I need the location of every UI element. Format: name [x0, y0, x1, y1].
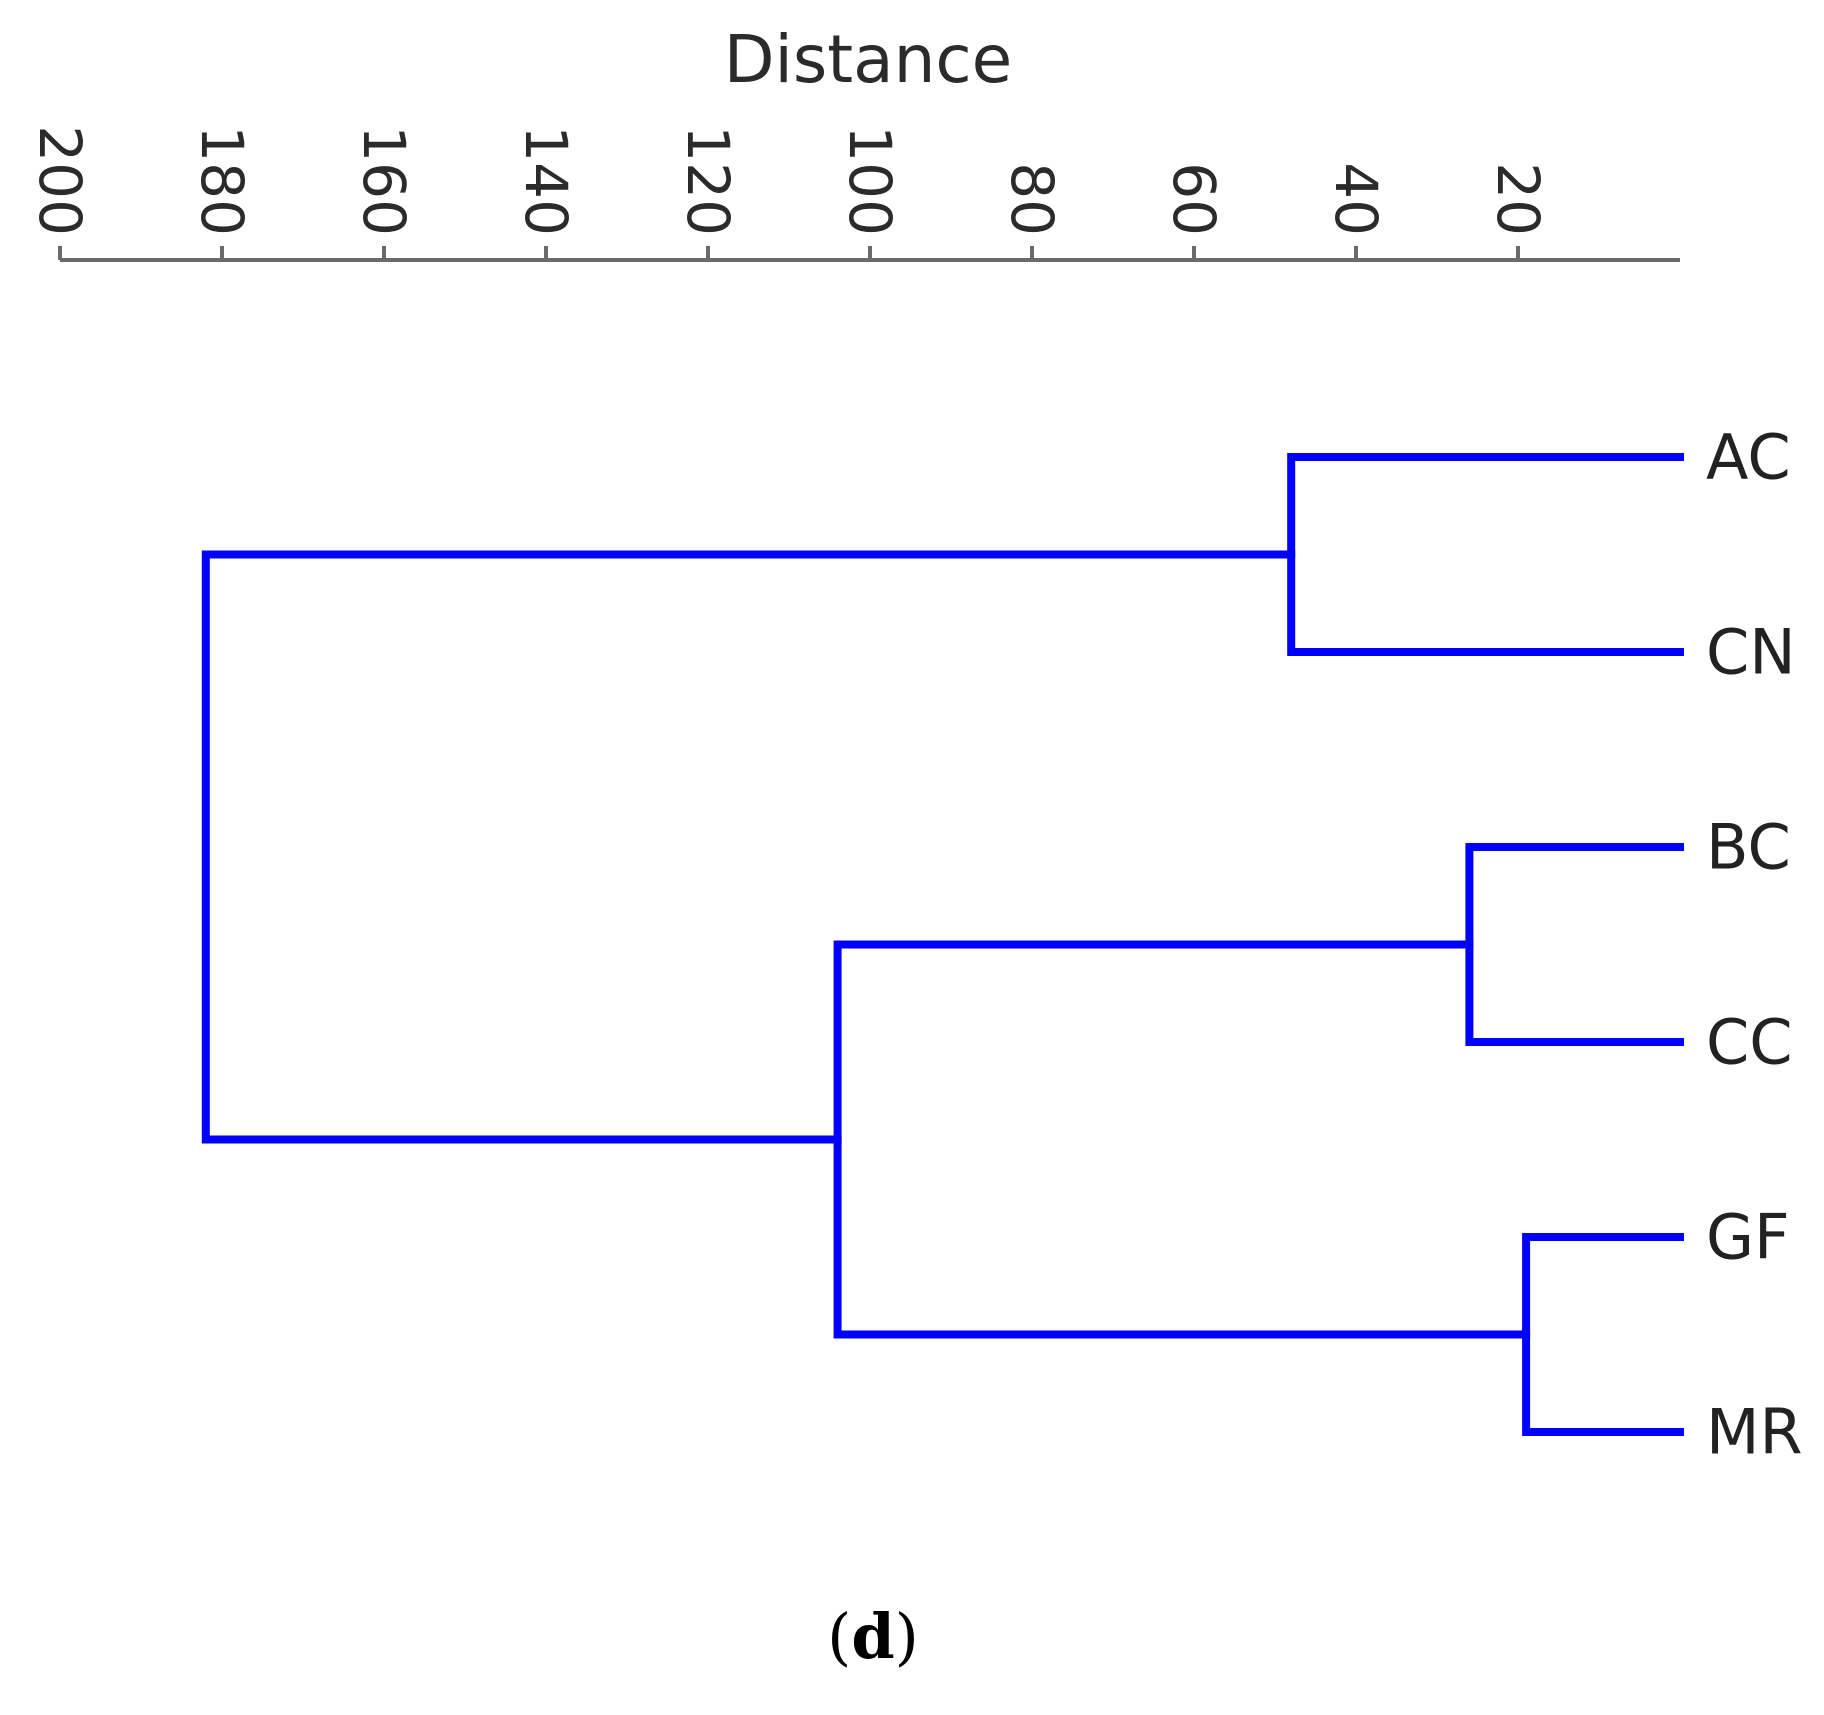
x-tick-label: 140: [512, 125, 580, 236]
leaf-label: CN: [1706, 616, 1796, 689]
leaf-label: GF: [1706, 1201, 1790, 1274]
leaf-labels: AC CN BC CC GF MR: [1706, 421, 1803, 1469]
dendrogram-branch: [1522, 1233, 1684, 1436]
distance-axis: 200 180 160 140 120 100 80 60 40 20: [26, 125, 1680, 262]
x-tick-label: 120: [674, 125, 742, 236]
x-tick-label: 200: [26, 125, 94, 236]
dendrogram-branch: [1287, 453, 1684, 656]
x-tick-label: 180: [188, 125, 256, 236]
x-tick-label: 60: [1160, 162, 1228, 236]
x-tick-label: 20: [1484, 162, 1552, 236]
dendrogram-branch: [1465, 843, 1684, 1046]
x-tick-label: 160: [350, 125, 418, 236]
dendrogram-branches: [201, 453, 1684, 1436]
dendrogram-branch: [833, 940, 1531, 1339]
x-axis-title: Distance: [724, 21, 1013, 98]
x-tick-label: 100: [836, 125, 904, 236]
panel-label-open: (: [827, 1600, 852, 1673]
panel-label-close: ): [894, 1600, 919, 1673]
leaf-label: BC: [1706, 811, 1791, 884]
x-tick-label: 80: [998, 162, 1066, 236]
panel-label: (d): [0, 1600, 1746, 1673]
x-tick-label: 40: [1322, 162, 1390, 236]
dendrogram-branch: [201, 550, 1296, 1144]
leaf-label: AC: [1706, 421, 1791, 494]
panel-label-letter: d: [851, 1600, 895, 1673]
leaf-label: MR: [1706, 1396, 1803, 1469]
leaf-label: CC: [1706, 1006, 1793, 1079]
